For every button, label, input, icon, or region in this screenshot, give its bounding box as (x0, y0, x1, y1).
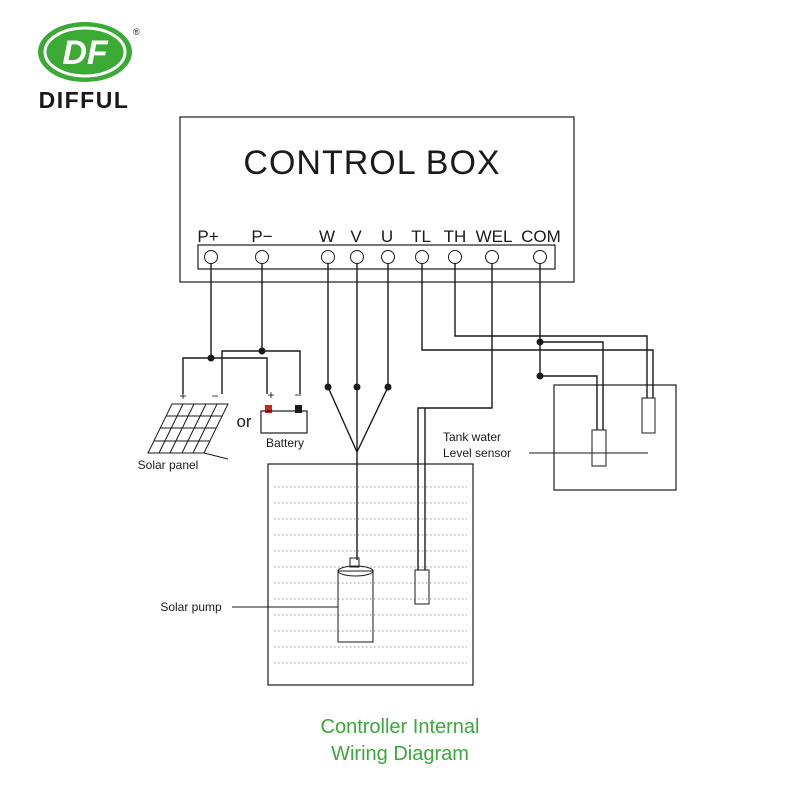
logo-oval (38, 22, 132, 82)
tank-wiring (454, 263, 648, 430)
panel-grid-rows (154, 415, 222, 442)
junction-p-plus (207, 354, 215, 362)
battery: + − Battery (260, 388, 308, 450)
terminal-label-com: COM (521, 227, 561, 246)
terminal-v (350, 250, 364, 264)
panel-plus-label: + (179, 389, 186, 403)
junction-v (353, 383, 361, 391)
terminal-label-tl: TL (411, 227, 431, 246)
brand-name: DIFFUL (39, 87, 130, 113)
terminal-label-wel: WEL (476, 227, 513, 246)
terminal-th (448, 250, 462, 264)
well (267, 463, 474, 686)
terminal-tl (415, 250, 429, 264)
control-box-title: CONTROL BOX (243, 144, 500, 182)
well-water-lines (274, 486, 467, 664)
terminal-label-v: V (350, 227, 362, 246)
terminal-label-p-minus: P− (251, 227, 272, 246)
terminal-p-minus (255, 250, 269, 264)
registered-mark: ® (133, 27, 140, 37)
junction-com-upper (536, 338, 544, 346)
panel-grid-cols (158, 403, 218, 454)
terminal-p-plus (204, 250, 218, 264)
pump-top (337, 565, 374, 577)
tank-low-sensor (591, 429, 607, 467)
wire-th (454, 263, 648, 398)
tank-high-sensor (641, 397, 656, 434)
terminal-wel (485, 250, 499, 264)
wire-w (327, 263, 358, 453)
solar-panel: + − Solar panel (138, 389, 229, 472)
well-probe-sensor (414, 569, 430, 605)
terminal-screws (204, 250, 547, 264)
junction-u (384, 383, 392, 391)
terminal-label-p-plus: P+ (197, 227, 218, 246)
tank-box (553, 384, 677, 491)
terminal-label-w: W (319, 227, 335, 246)
terminal-com (533, 250, 547, 264)
wire-positive-bus (182, 357, 268, 394)
terminal-u (381, 250, 395, 264)
wire-tl (421, 263, 654, 398)
logo-mark: DF (62, 34, 109, 72)
terminal-label-th: TH (444, 227, 467, 246)
water-tank: Tank water Level sensor (443, 384, 677, 491)
panel-minus-label: − (211, 389, 218, 403)
or-label: or (236, 412, 251, 431)
battery-negative-terminal (295, 405, 302, 413)
junction-com-lower (536, 372, 544, 380)
caption-line2: Wiring Diagram (331, 743, 469, 765)
terminal-strip (197, 244, 556, 270)
brand-logo: DF ® DIFFUL (38, 22, 140, 113)
wire-u (356, 263, 389, 453)
junction-w (324, 383, 332, 391)
terminal-label-u: U (381, 227, 393, 246)
wire-com-branch (540, 341, 604, 430)
pump-cable-gland (349, 557, 360, 568)
wire-com (539, 263, 598, 430)
battery-plus-label: + (267, 388, 274, 402)
terminal-w (321, 250, 335, 264)
tank-sensor-label-line2: Level sensor (443, 446, 511, 460)
battery-positive-terminal (265, 405, 272, 413)
caption-line1: Controller Internal (321, 716, 480, 738)
solar-panel-label: Solar panel (138, 458, 199, 472)
junction-p-minus (258, 347, 266, 355)
control-box (179, 116, 575, 283)
battery-label: Battery (266, 436, 304, 450)
well-box (267, 463, 474, 686)
panel-leg (203, 452, 229, 460)
solar-pump: Solar pump (160, 557, 374, 643)
pump-wiring (324, 263, 392, 560)
power-wiring (182, 263, 301, 394)
battery-body (260, 410, 308, 434)
logo-ring (43, 26, 127, 78)
solar-pump-label: Solar pump (160, 600, 222, 614)
tank-sensor-label-line1: Tank water (443, 430, 501, 444)
battery-minus-label: − (294, 388, 301, 402)
